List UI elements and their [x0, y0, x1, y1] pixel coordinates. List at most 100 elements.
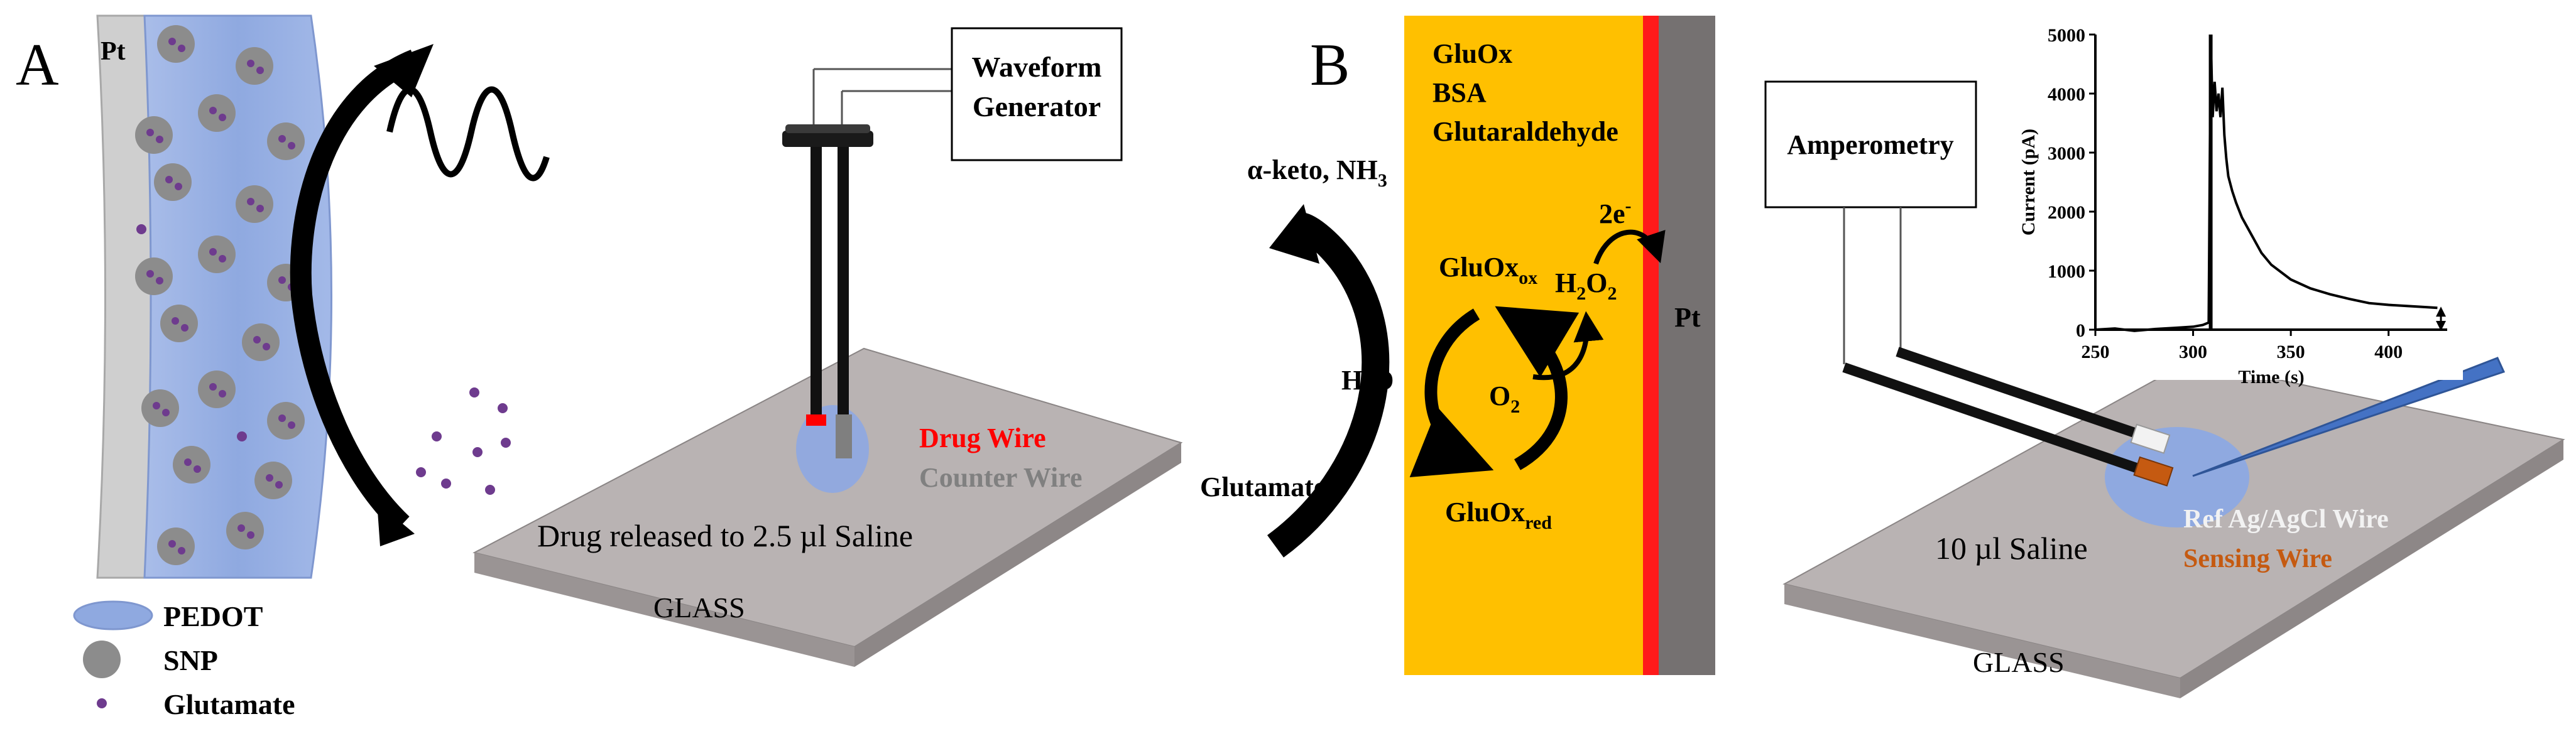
- snp-particle: [154, 163, 192, 201]
- snp-particle: [141, 389, 179, 427]
- snp-particle: [198, 235, 236, 273]
- amperometry-box: [1764, 80, 1977, 208]
- glutamate-dot: [146, 129, 154, 136]
- panel-a-label: A: [16, 31, 59, 98]
- glutamate-dot: [209, 107, 217, 114]
- y-tick-label: 5000: [2048, 25, 2085, 46]
- snp-particle: [267, 402, 305, 440]
- drug-wire-label: Drug Wire: [919, 423, 1046, 453]
- glutamate-dot: [219, 390, 226, 398]
- legend-snp-swatch: [83, 641, 121, 678]
- electron-arrow: [1593, 229, 1666, 265]
- chart-background: [2086, 22, 2463, 380]
- counter-wire-a: [838, 147, 849, 417]
- waveform-generator-line2: Generator: [973, 90, 1101, 122]
- electrode-holder: [782, 131, 873, 147]
- layer-line-2: BSA: [1433, 77, 1487, 108]
- glutamate-dot: [247, 531, 254, 539]
- glutamate-dot: [156, 277, 163, 284]
- y-tick-label: 1000: [2048, 261, 2085, 282]
- cycle-arrow-right: [1495, 306, 1580, 470]
- glutamate-dot: [184, 458, 192, 466]
- glutamate-dot: [278, 276, 286, 284]
- x-tick-label: 350: [2277, 342, 2305, 362]
- release-caption: Drug released to 2.5 µl Saline: [537, 518, 913, 553]
- glutamate-dot: [256, 205, 264, 212]
- layer-line-3: Glutaraldehyde: [1433, 116, 1618, 147]
- glutamate-dot: [253, 336, 261, 343]
- layer-line-1: GluOx: [1433, 38, 1512, 69]
- ref-wire-tip: [2130, 423, 2171, 454]
- h2o2-arrow: [1532, 311, 1604, 381]
- snp-particle: [198, 370, 236, 408]
- glutamate-dot: [278, 414, 286, 422]
- pt-electrode-b: [1659, 16, 1715, 675]
- waveform-generator-line1: Waveform: [972, 51, 1102, 83]
- glass-label-b: GLASS: [1973, 646, 2065, 678]
- waveform-icon: [386, 86, 550, 181]
- pt-electrode-b-label: Pt: [1674, 302, 1701, 333]
- waveform-generator-box: [951, 27, 1123, 161]
- glutamate-dot: [288, 142, 295, 149]
- glutamate-dot: [219, 114, 226, 121]
- snp-particle: [135, 116, 173, 154]
- counter-wire-label: Counter Wire: [919, 462, 1083, 493]
- panel-b-label: B: [1310, 31, 1350, 98]
- y-tick-label: 4000: [2048, 84, 2085, 105]
- counter-wire-tip: [836, 414, 852, 458]
- glutamate-dot: [247, 198, 254, 205]
- snp-particle: [236, 185, 273, 223]
- sensing-wire-tip: [2133, 456, 2174, 487]
- sensing-wire: [1842, 362, 2138, 473]
- amplitude-arrowhead: [2436, 321, 2446, 331]
- glutamate-dot: [172, 317, 179, 325]
- stimulation-arrowhead: [374, 44, 434, 97]
- glutamate-dot: [136, 224, 146, 234]
- electron-label: 2e-: [1599, 195, 1632, 229]
- legend-pedot-label: PEDOT: [163, 600, 263, 632]
- sensing-wire-label: Sensing Wire: [2183, 544, 2332, 573]
- glutamate-dot: [288, 421, 295, 429]
- saline-drop-b: [2105, 427, 2249, 527]
- snp-particle: [157, 527, 195, 565]
- snp-particle: [135, 257, 173, 295]
- x-tick-label: 400: [2374, 342, 2403, 362]
- water-label: H2O: [1341, 365, 1394, 401]
- glutamate-dot: [275, 481, 283, 489]
- snp-particle: [254, 462, 292, 499]
- snp-particle: [173, 446, 210, 484]
- glutamate-dot: [256, 67, 264, 74]
- x-axis-label: Time (s): [2238, 367, 2304, 387]
- glutamate-dot: [165, 176, 173, 183]
- panel-a: A Pt PEDOT: [16, 14, 1183, 720]
- legend-snp-label: SNP: [163, 644, 218, 676]
- glutamate-dot: [219, 255, 226, 262]
- panel-b: B Pt GluOx BSA Glutaraldehyde α-keto, NH…: [1200, 16, 2565, 698]
- saline-label-b: 10 µl Saline: [1935, 531, 2088, 566]
- pipette: [2192, 357, 2506, 477]
- glutamate-dot: [153, 402, 160, 409]
- glass-slide-a: [472, 347, 1183, 667]
- gluox-red-label: GluOxred: [1445, 497, 1552, 533]
- x-tick-label: 300: [2179, 342, 2207, 362]
- oxygen-label: O2: [1489, 381, 1520, 417]
- amperometry-label: Amperometry: [1787, 129, 1954, 160]
- stimulation-arrow: [290, 50, 419, 533]
- y-tick-label: 2000: [2048, 202, 2085, 223]
- drug-wire-tip: [806, 414, 826, 426]
- legend: PEDOT SNP Glutamate: [73, 600, 295, 720]
- glutamate-dot: [156, 136, 163, 143]
- snp-particle: [226, 512, 264, 549]
- current-trace: [2095, 34, 2438, 332]
- reaction-arrowhead: [1269, 204, 1319, 264]
- snp-particle: [236, 47, 273, 85]
- snp-particle: [160, 305, 198, 342]
- legend-glutamate-label: Glutamate: [163, 688, 295, 720]
- glutamate-dot: [237, 524, 245, 532]
- release-arrowhead: [377, 502, 415, 546]
- snp-particle: [157, 25, 195, 63]
- y-axis-label: Current (pA): [2018, 129, 2039, 235]
- glutamate-dot: [168, 540, 176, 548]
